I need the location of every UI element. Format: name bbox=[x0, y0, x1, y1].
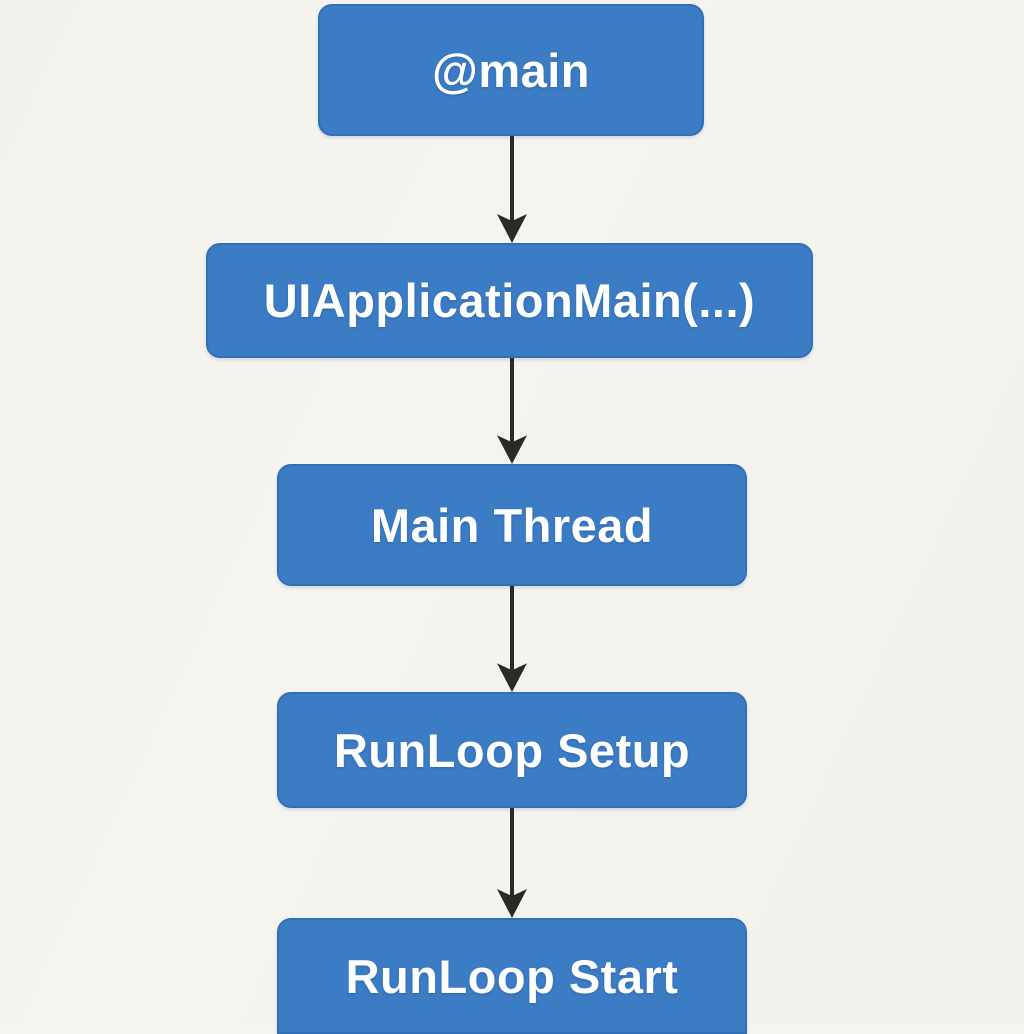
flow-node-runloop-setup-label: RunLoop Setup bbox=[333, 723, 691, 777]
flow-node-uiapplicationmain: UIApplicationMain(...) bbox=[206, 243, 813, 358]
flow-node-main: @main bbox=[318, 4, 704, 136]
arrow-down-icon bbox=[495, 808, 529, 918]
flow-node-runloop-setup: RunLoop Setup bbox=[277, 692, 747, 808]
flow-node-main-label: @main bbox=[431, 43, 591, 97]
flow-node-main-thread: Main Thread bbox=[277, 464, 747, 586]
flow-node-uiapplicationmain-label: UIApplicationMain(...) bbox=[263, 274, 756, 327]
arrow-down-icon bbox=[495, 586, 529, 692]
arrow-down-icon bbox=[495, 358, 529, 464]
flow-node-runloop-start-label: RunLoop Start bbox=[345, 949, 679, 1003]
flow-node-runloop-start: RunLoop Start bbox=[277, 918, 747, 1034]
arrow-down-icon bbox=[495, 136, 529, 243]
flow-node-main-thread-label: Main Thread bbox=[370, 498, 654, 552]
